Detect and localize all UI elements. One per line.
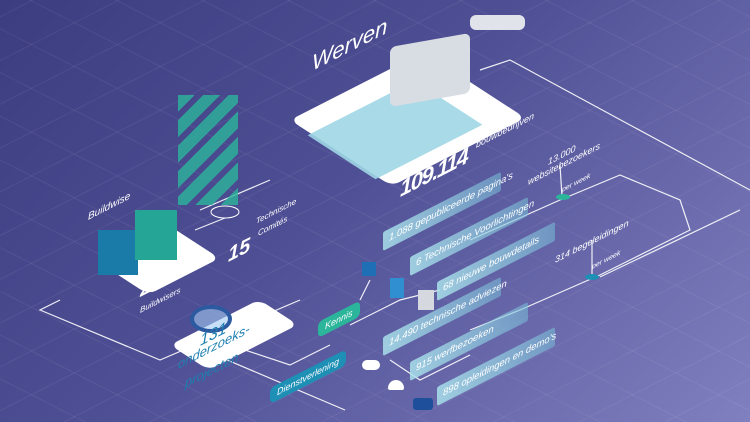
committee-icons [178, 95, 238, 205]
house-icon [418, 290, 434, 310]
vr-headset-icon [413, 398, 433, 410]
logo-block-w [135, 210, 177, 260]
monitor-icon [362, 262, 376, 276]
chat-icon [362, 360, 380, 370]
helmet-icon [388, 380, 404, 390]
building-icon [390, 278, 404, 298]
magnifier-icon [190, 305, 232, 333]
drone-illustration [470, 15, 525, 30]
logo-block-e [98, 230, 138, 275]
